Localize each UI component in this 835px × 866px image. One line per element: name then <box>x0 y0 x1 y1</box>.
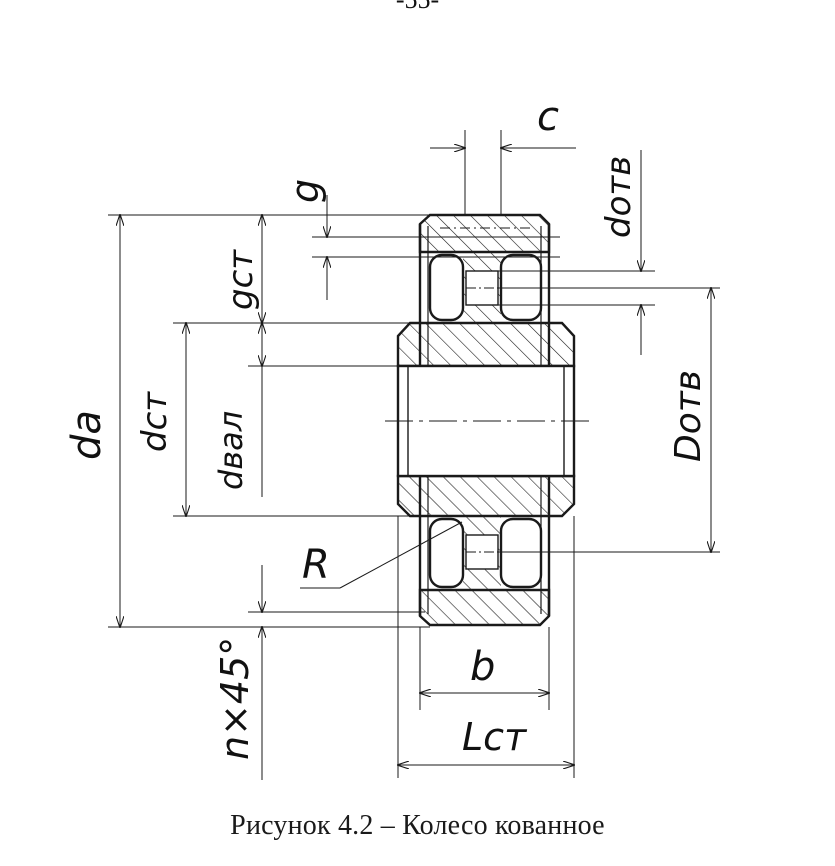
cavity-bottom-left <box>428 517 465 589</box>
dimension-lines <box>108 130 720 780</box>
cavity-top-left <box>428 253 465 322</box>
label-R: R <box>302 542 330 588</box>
lower-hub <box>396 474 576 518</box>
page-number: -55- <box>0 0 835 13</box>
figure-caption: Рисунок 4.2 – Колесо кованное <box>230 810 605 841</box>
label-d-otv: dотв <box>599 156 639 238</box>
wheel-section <box>385 213 590 627</box>
upper-hub <box>396 321 576 368</box>
label-c: c <box>537 94 559 140</box>
label-b: b <box>470 644 495 690</box>
lower-rim <box>418 588 551 627</box>
label-g: g <box>283 179 327 203</box>
label-d-st: dст <box>135 391 175 452</box>
label-g-st: gст <box>221 249 261 310</box>
upper-rim <box>418 213 551 254</box>
label-d-val: dвал <box>212 411 250 490</box>
cavity-bottom-right <box>499 517 543 589</box>
label-D-otv: Dотв <box>668 370 709 462</box>
label-n45: n×45° <box>213 637 257 760</box>
label-L-st: Lст <box>462 715 528 759</box>
dimension-labels: c g dотв gст da dст dвал Dотв R n×45° b … <box>64 94 709 760</box>
label-d-a: da <box>64 410 110 460</box>
